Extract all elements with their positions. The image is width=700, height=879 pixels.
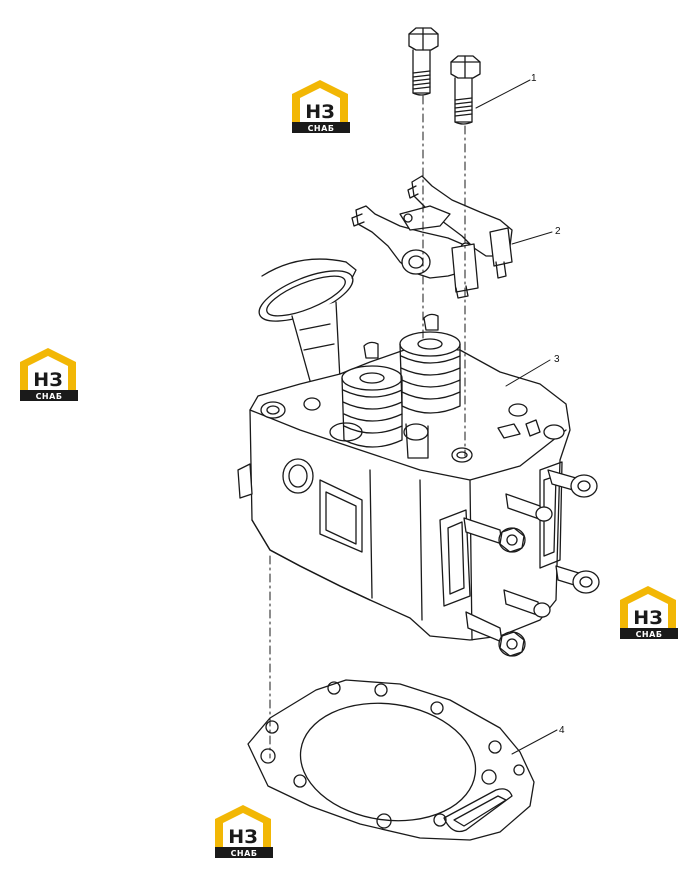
svg-text:СНАБ: СНАБ [36,392,63,401]
cylinder-head [237,258,600,657]
house-logo-icon: НЗ СНАБ [215,805,273,858]
house-logo-icon: НЗ СНАБ [292,80,350,133]
svg-text:СНАБ: СНАБ [636,630,663,639]
brand-logo-watermark: НЗ СНАБ [290,78,352,134]
svg-text:СНАБ: СНАБ [308,124,335,133]
rocker-arm-assembly [351,175,513,299]
callout-2: 2 [555,226,561,237]
bolt-left [408,27,439,96]
callout-1: 1 [531,73,537,84]
svg-text:НЗ: НЗ [33,369,62,391]
valve-spring-left [341,365,403,448]
callout-4: 4 [559,725,565,736]
alignment-lines [269,95,466,759]
brand-logo-watermark: НЗ СНАБ [213,803,275,859]
svg-text:НЗ: НЗ [228,826,257,848]
head-gasket [247,679,535,841]
bolt-right [450,55,481,125]
side-bolts [463,469,600,657]
house-logo-icon: НЗ СНАБ [20,348,78,401]
house-logo-icon: НЗ СНАБ [620,586,678,639]
svg-text:НЗ: НЗ [633,607,662,629]
brand-logo-watermark: НЗ СНАБ [18,346,80,402]
svg-text:НЗ: НЗ [305,101,334,123]
valve-spring-right [399,331,461,414]
leader-lines [475,79,558,755]
brand-logo-watermark: НЗ СНАБ [618,584,680,640]
svg-text:СНАБ: СНАБ [231,849,258,858]
callout-3: 3 [554,354,560,365]
